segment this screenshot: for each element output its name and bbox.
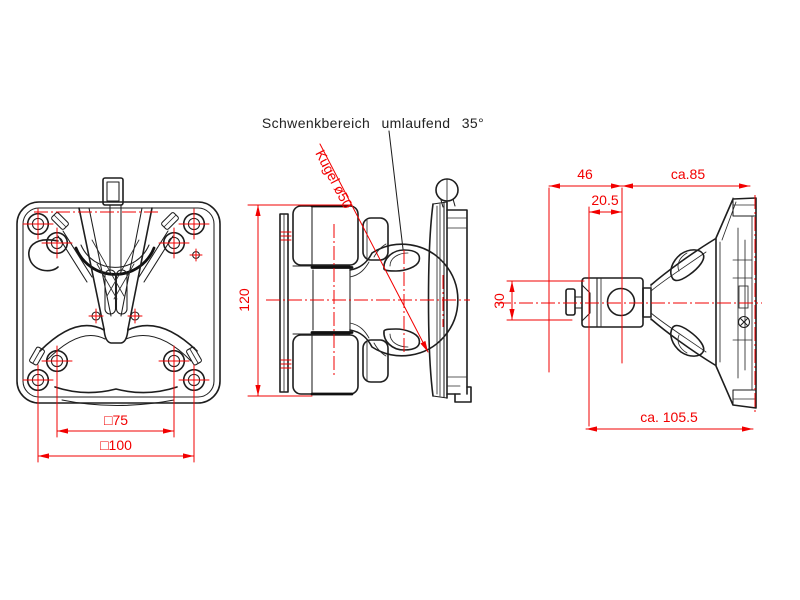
right-side-view: 46 ca.85 20.5 30 ca. 105.5 bbox=[491, 166, 762, 432]
ball-label: Kugel ø50 bbox=[312, 147, 356, 211]
side-notch bbox=[28, 239, 59, 272]
ball-cone bbox=[650, 238, 716, 366]
dim-pivot-offset: 20.5 bbox=[591, 192, 618, 208]
corner-slot bbox=[51, 212, 69, 230]
tilt-wing-upper-right bbox=[670, 249, 705, 282]
tilt-wing-lower-right bbox=[670, 324, 705, 357]
upper-arm-block bbox=[292, 205, 359, 266]
swivel-leader-line bbox=[388, 130, 404, 250]
center-rib-structure bbox=[78, 204, 153, 344]
dim-inner-square: □75 bbox=[104, 412, 128, 428]
top-tab bbox=[102, 177, 124, 206]
swivel-note: Schwenkbereich umlaufend 35° bbox=[262, 115, 484, 131]
lower-arm-block bbox=[292, 334, 359, 395]
ball-diameter-callout: Kugel ø50 bbox=[312, 143, 429, 353]
rib-arms bbox=[39, 230, 198, 362]
plate-inner-outline bbox=[22, 207, 215, 398]
dim-height: 120 bbox=[236, 288, 252, 312]
side-centerlines bbox=[266, 224, 470, 378]
corner-slot bbox=[186, 346, 202, 366]
dim-arm-depth: 46 bbox=[577, 166, 593, 182]
right-dimensions: 46 ca.85 20.5 30 ca. 105.5 bbox=[491, 166, 754, 432]
ball-joint-bell bbox=[349, 243, 459, 357]
dim-head-depth: ca.85 bbox=[671, 166, 705, 182]
corner-slot bbox=[161, 212, 179, 230]
upper-knob bbox=[362, 217, 389, 261]
dim-total-depth: ca. 105.5 bbox=[640, 409, 698, 425]
tilt-wing-lower bbox=[383, 328, 421, 351]
clamp-screw bbox=[565, 288, 576, 316]
front-view: □75 □100 bbox=[16, 177, 221, 463]
wall-plate-edge bbox=[427, 178, 472, 403]
dim-outer-square: □100 bbox=[100, 437, 132, 453]
right-reference-lines bbox=[497, 187, 762, 427]
mounting-screw bbox=[737, 315, 751, 329]
height-dimension: 120 bbox=[236, 204, 353, 397]
front-dimensions: □75 □100 bbox=[37, 361, 195, 463]
dim-clamp-height: 30 bbox=[491, 293, 507, 309]
corner-slot bbox=[29, 346, 45, 366]
center-housing bbox=[292, 265, 354, 335]
lower-knob bbox=[362, 339, 389, 383]
clamp-bore bbox=[606, 287, 636, 317]
plate-outline bbox=[16, 201, 221, 404]
bottom-contour bbox=[54, 386, 178, 394]
tilt-wing-upper bbox=[383, 249, 421, 272]
side-view: Schwenkbereich umlaufend 35° 120 Kugel ø… bbox=[236, 115, 484, 403]
